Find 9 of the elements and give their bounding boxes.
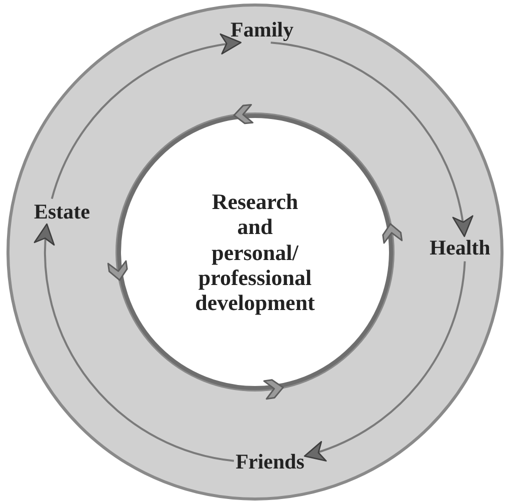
arrow xyxy=(270,42,472,238)
ring-label: Friends xyxy=(236,450,304,474)
ring-label: Health xyxy=(430,236,490,260)
arrow xyxy=(50,34,242,200)
arrow xyxy=(34,223,234,462)
arrow xyxy=(304,261,466,460)
ring-label: Family xyxy=(230,18,294,42)
ring-label: Estate xyxy=(34,200,90,224)
center-label: Research and personal/ professional development xyxy=(194,188,316,316)
